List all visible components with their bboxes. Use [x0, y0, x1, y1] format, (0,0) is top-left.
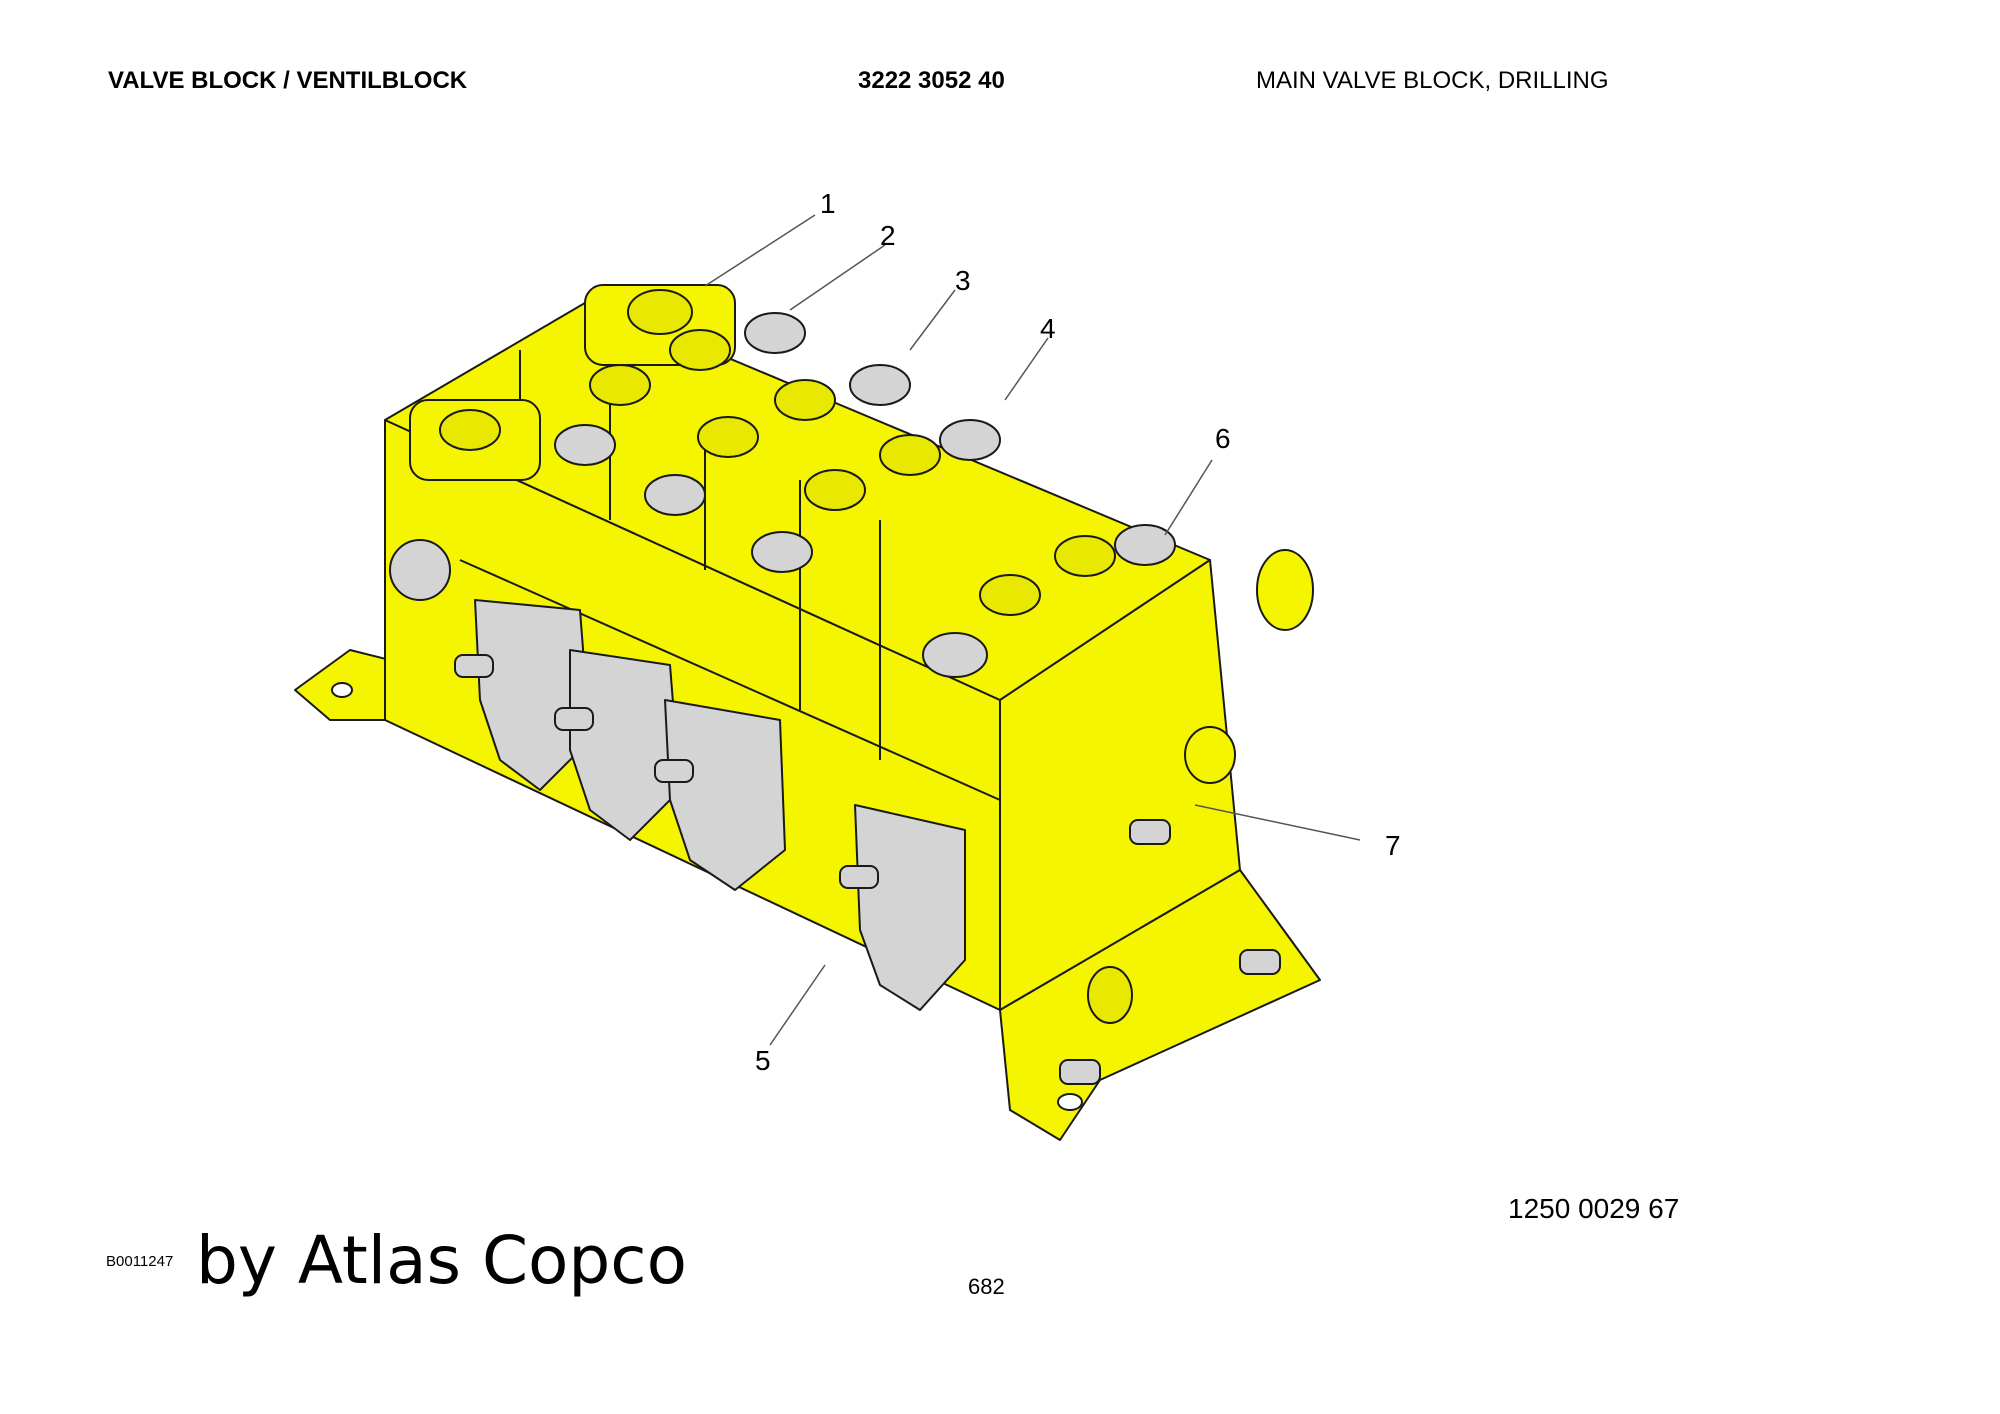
- top-ports: [409, 284, 1116, 616]
- callout-4: 4: [1040, 313, 1056, 344]
- brand-watermark: by Atlas Copco: [196, 1222, 687, 1299]
- callout-3: 3: [955, 265, 971, 296]
- header-title: VALVE BLOCK / VENTILBLOCK: [108, 67, 468, 94]
- callout-5: 5: [755, 1045, 771, 1076]
- callout-1: 1: [820, 188, 836, 219]
- callout-7: 7: [1385, 830, 1401, 861]
- page-number: 682: [968, 1274, 1005, 1299]
- callout-6: 6: [1215, 423, 1231, 454]
- callout-2: 2: [880, 220, 896, 251]
- leader-lines: [704, 214, 1361, 1046]
- side-fittings: [474, 599, 966, 1011]
- nipples: [454, 654, 1281, 1085]
- header-description: MAIN VALVE BLOCK, DRILLING: [1256, 67, 1609, 94]
- figure-id: B0011247: [106, 1253, 174, 1270]
- valve-block-illustration: [294, 284, 1321, 1141]
- part-number: 1250 0029 67: [1508, 1193, 1680, 1224]
- hex-plugs: [389, 312, 1176, 678]
- header-document-number: 3222 3052 40: [858, 67, 1005, 94]
